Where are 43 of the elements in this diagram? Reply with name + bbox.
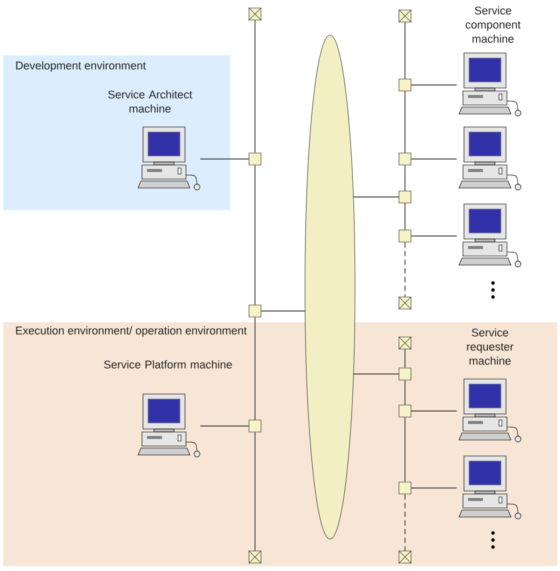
connector-box: [248, 420, 262, 432]
connector-line: [254, 20, 256, 154]
machine-caption: Service requester machine: [467, 328, 514, 365]
terminator-box: [248, 550, 262, 564]
connector-line: [404, 494, 406, 552]
terminator-box: [248, 7, 262, 21]
connector-line: [410, 84, 458, 86]
machine-caption: Service component machine: [466, 6, 521, 43]
terminator-box: [398, 550, 412, 564]
connector-box: [398, 230, 412, 242]
connector-box: [398, 404, 412, 418]
computer-drawing: [458, 126, 522, 190]
machine-caption: Service Platform machine: [104, 360, 232, 368]
network-ellipse: [304, 34, 356, 540]
connector-line: [410, 158, 458, 160]
connector-line: [260, 310, 306, 312]
connector-line: [410, 410, 458, 412]
connector-line: [254, 164, 256, 306]
connector-box: [398, 482, 412, 494]
connector-line: [404, 202, 406, 230]
connector-line: [200, 158, 250, 160]
machine-caption: Service Architect machine: [108, 90, 192, 113]
connector-line: [404, 242, 406, 298]
connector-line: [254, 432, 256, 552]
connector-line: [404, 164, 406, 192]
connector-line: [404, 380, 406, 406]
connector-box: [398, 152, 412, 166]
connector-box: [248, 152, 262, 166]
connector-line: [404, 22, 406, 80]
connector-box: [248, 304, 262, 318]
connector-line: [404, 348, 406, 368]
terminator-box: [398, 9, 412, 23]
terminator-box: [398, 336, 412, 350]
computer-drawing: [458, 456, 522, 520]
connector-box: [398, 190, 412, 204]
connector-box: [398, 368, 412, 380]
connector-line: [254, 316, 256, 420]
connector-line: [352, 196, 400, 198]
connector-box: [398, 78, 412, 92]
terminator-box: [398, 296, 412, 310]
computer-drawing: [458, 204, 522, 268]
connector-line: [404, 416, 406, 482]
connector-line: [404, 90, 406, 154]
